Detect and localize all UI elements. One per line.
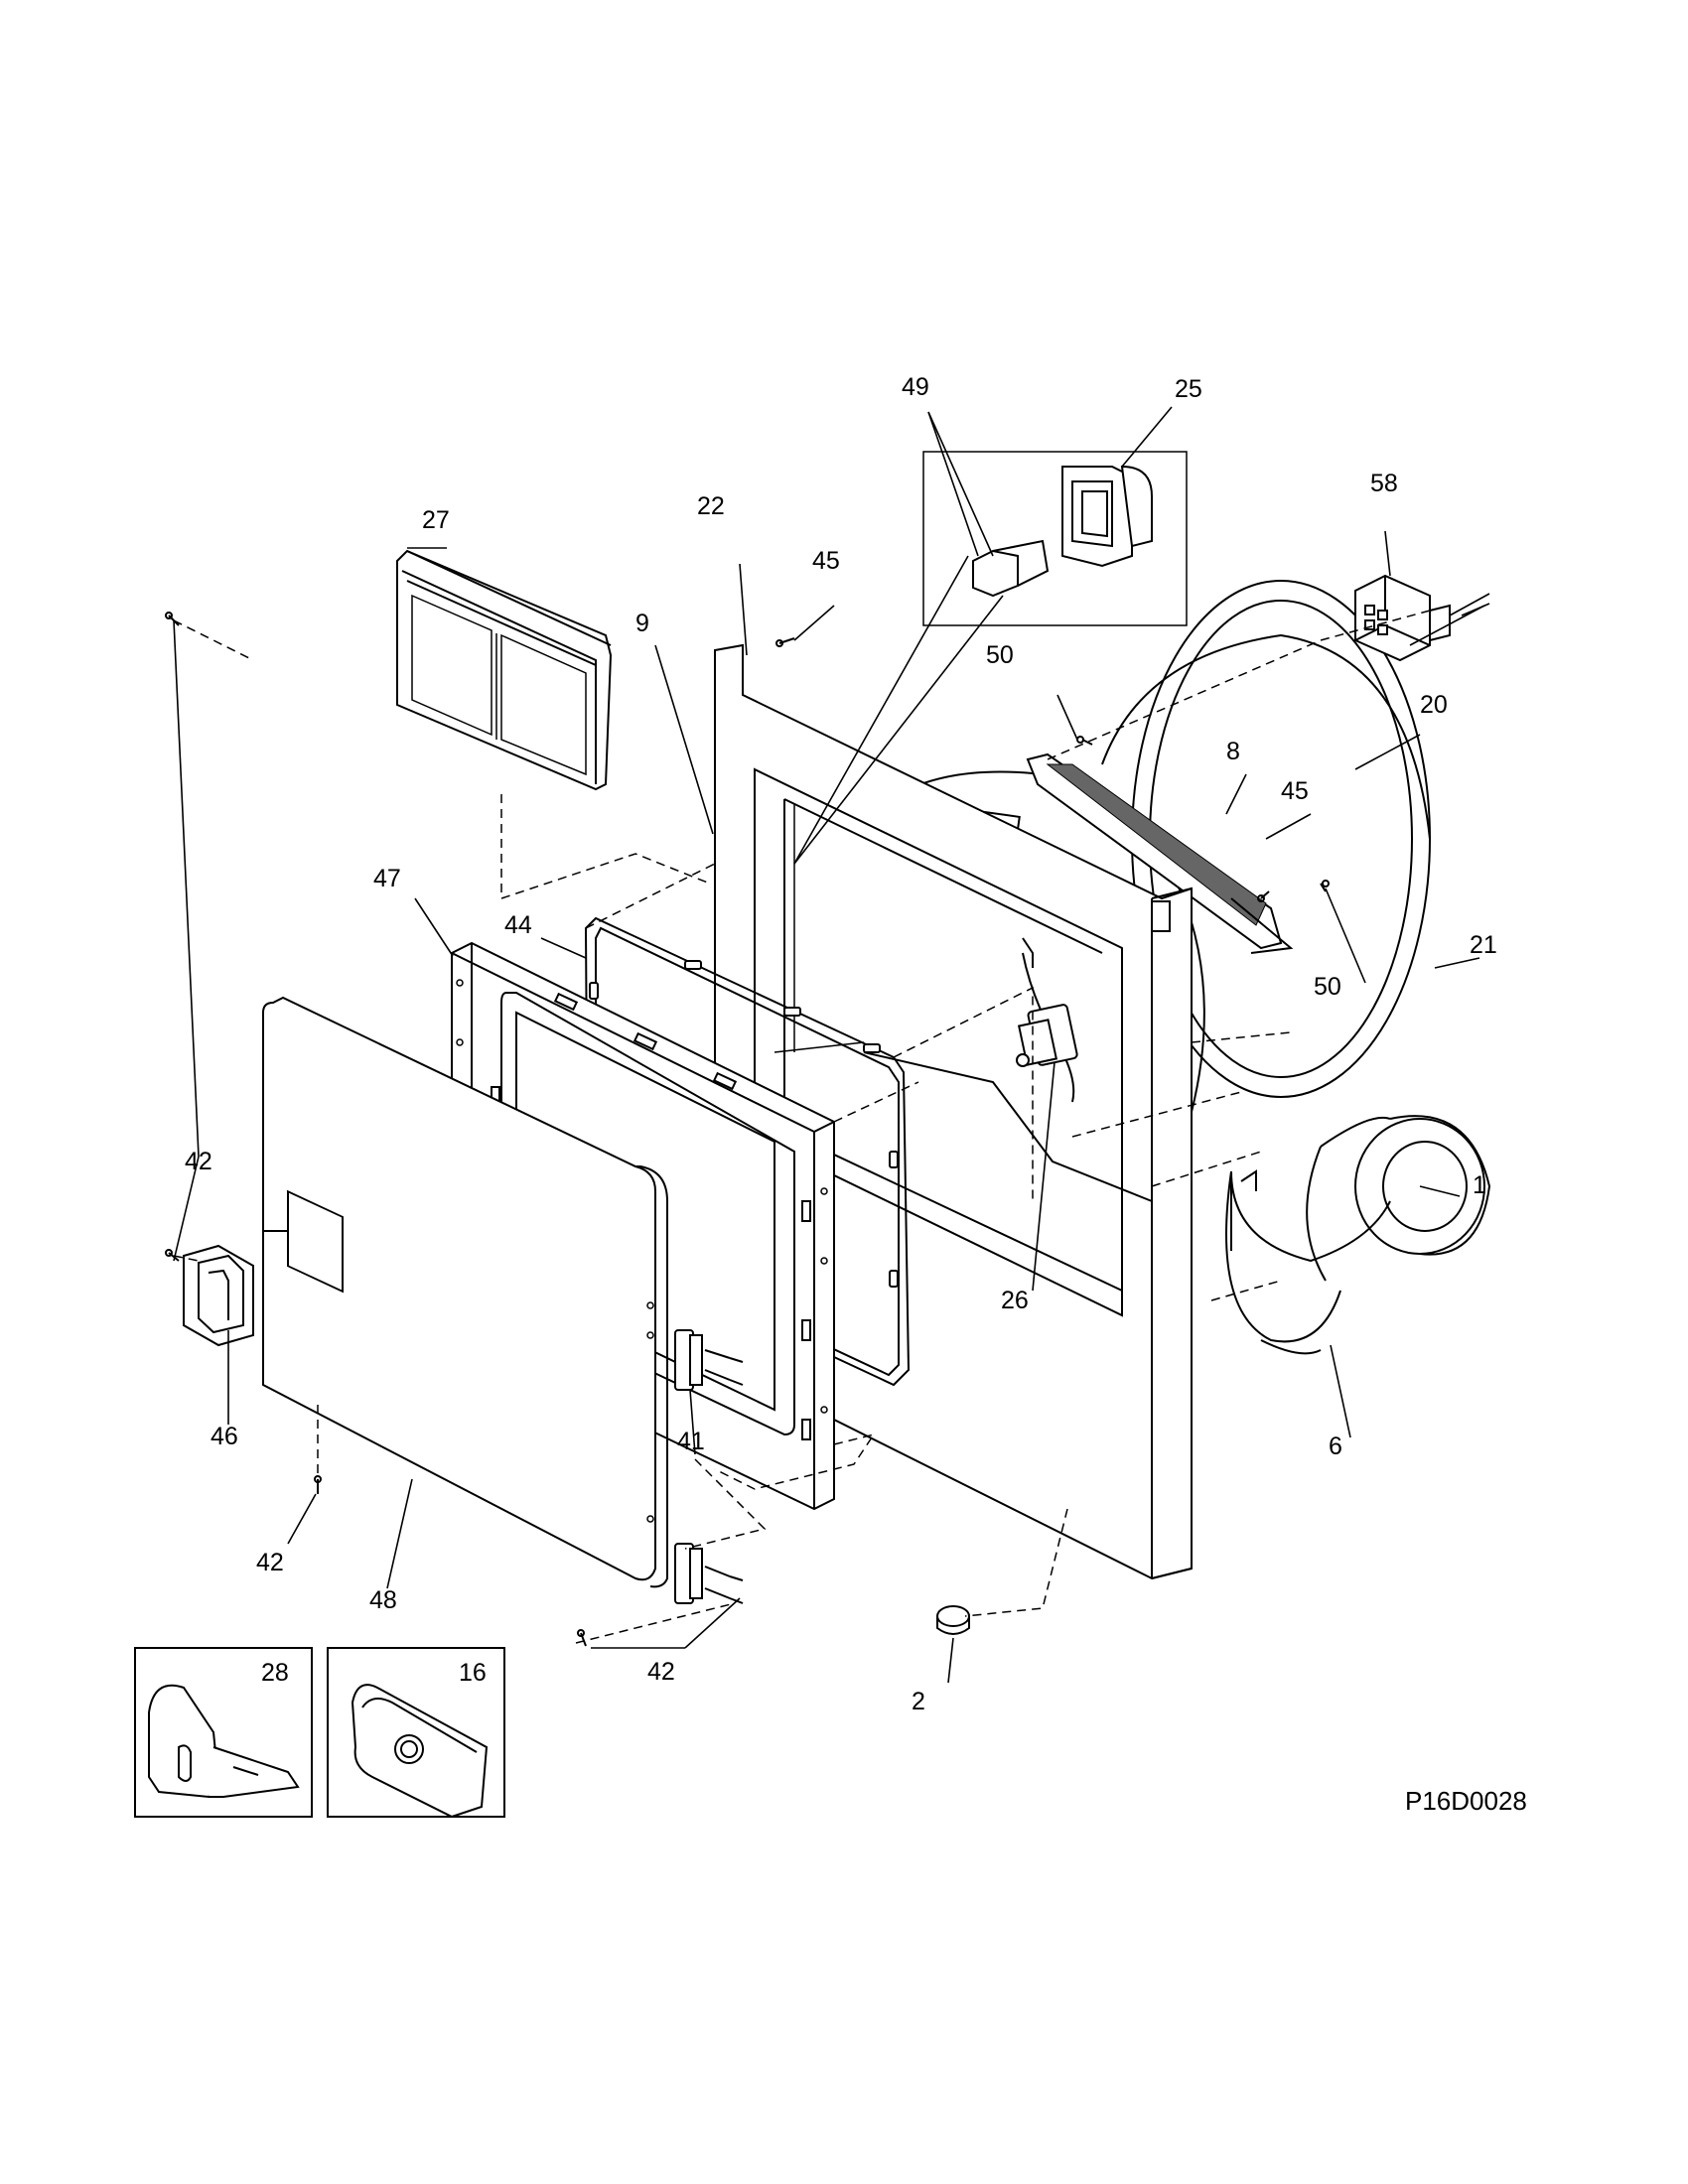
callout-48: 48 xyxy=(369,1586,397,1614)
callout-25: 25 xyxy=(1175,375,1202,403)
callout-42-bottom-left: 42 xyxy=(256,1549,284,1576)
callout-28: 28 xyxy=(261,1659,289,1687)
callout-22: 22 xyxy=(697,492,725,520)
inset-door-catch xyxy=(922,451,1188,626)
door-switch xyxy=(1016,952,1078,1103)
lint-filter-housing xyxy=(1026,752,1294,954)
terminal-block xyxy=(1354,574,1451,662)
callout-26: 26 xyxy=(1001,1287,1029,1314)
callout-8: 8 xyxy=(1226,738,1240,765)
exhaust-duct xyxy=(1225,1115,1491,1355)
callout-45-right: 45 xyxy=(1281,777,1309,805)
leader-lines xyxy=(173,406,1490,1684)
callout-21: 21 xyxy=(1470,931,1497,959)
callout-44: 44 xyxy=(504,911,532,939)
leveling-foot xyxy=(936,1605,970,1635)
callout-46: 46 xyxy=(211,1423,238,1450)
hinges xyxy=(674,1329,731,1604)
callout-2: 2 xyxy=(912,1688,925,1715)
callout-50-right: 50 xyxy=(1314,973,1341,1001)
callout-42-left: 42 xyxy=(185,1148,212,1175)
assembly-dash-lines xyxy=(173,610,1431,1644)
callout-9: 9 xyxy=(635,610,649,637)
callout-16: 16 xyxy=(459,1659,487,1687)
callout-6: 6 xyxy=(1329,1433,1342,1460)
callout-47: 47 xyxy=(373,865,401,892)
lint-filter xyxy=(396,549,613,791)
callout-49: 49 xyxy=(902,373,929,401)
callout-42-bottom: 42 xyxy=(647,1658,675,1686)
detail-box-16 xyxy=(327,1647,505,1819)
callout-27: 27 xyxy=(422,506,450,534)
inset-connector-lines xyxy=(793,555,1004,865)
callout-45-top: 45 xyxy=(812,547,840,575)
outer-door-panel xyxy=(262,996,668,1588)
drawing-code: P16D0028 xyxy=(1405,1786,1527,1816)
callout-20: 20 xyxy=(1420,691,1448,719)
callout-58: 58 xyxy=(1370,470,1398,497)
callout-1: 1 xyxy=(1473,1171,1486,1199)
callout-50-top: 50 xyxy=(986,641,1014,669)
callout-41: 41 xyxy=(677,1428,705,1455)
callout-labels: 49 25 58 22 27 45 9 50 20 8 45 47 44 21 … xyxy=(185,373,1527,1816)
detail-box-28 xyxy=(134,1647,313,1818)
door-handle xyxy=(183,1244,254,1347)
